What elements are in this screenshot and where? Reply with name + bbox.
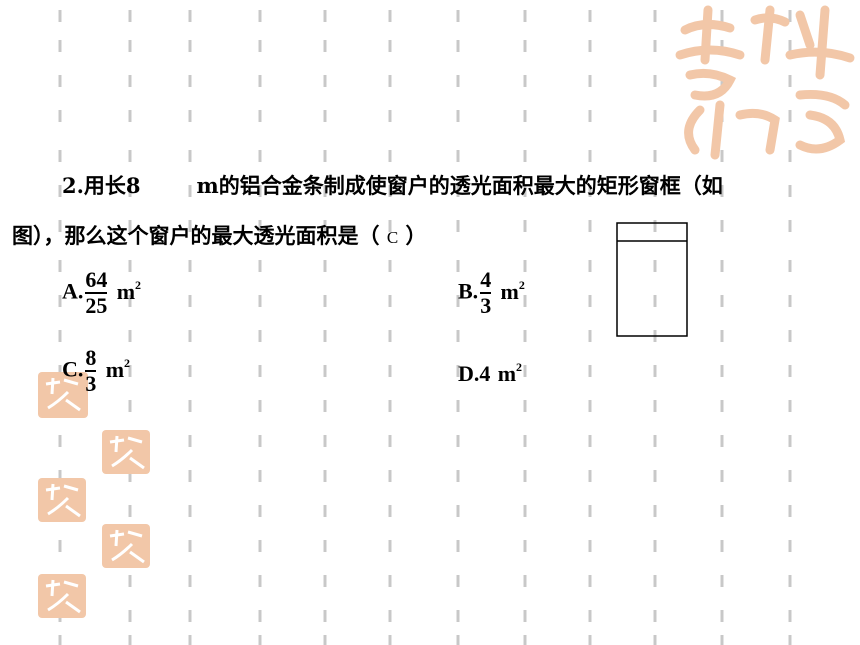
option-a-unit-m: m [116,278,136,304]
option-c-label: C. [62,356,84,382]
option-a-exponent: 2 [135,277,142,292]
option-b-exponent: 2 [518,277,525,292]
question-line2-text: 图），那么这个窗户的最大透光面积是（ [12,223,380,248]
stamp-decoration [102,524,150,568]
seal-calligraphy-logo [675,5,855,160]
option-a-unit: m2 [116,277,142,304]
option-a-numerator: 64 [85,267,108,292]
question-line-1: 2.用长8 m的铝合金条制成使窗户的透光面积最大的矩形窗框（如 [62,170,723,200]
option-b-unit-m: m [500,278,519,304]
option-d: D.4 m2 [458,360,522,387]
answer-text: C [386,228,399,247]
stamp-decoration [38,478,86,522]
option-b-unit: m2 [500,277,525,304]
option-d-unit-m: m [497,361,517,386]
option-a-denominator: 25 [85,293,108,318]
question-line-2: 图），那么这个窗户的最大透光面积是（ C ） [12,220,426,250]
question-prefix: 2.用长8 [62,173,141,198]
question-rest: m的铝合金条制成使窗户的透光面积最大的矩形窗框（如 [196,173,723,198]
option-c-unit-m: m [105,356,125,382]
option-d-unit: m2 [497,360,523,386]
option-b-label: B. [458,278,479,304]
option-d-value: 4 [479,361,491,386]
option-b-numerator: 4 [480,267,492,292]
option-c-unit: m2 [105,355,131,382]
window-frame-diagram [616,222,688,337]
stamp-decoration [38,574,86,618]
option-b-denominator: 3 [480,293,492,318]
stamp-decoration [102,430,150,474]
option-d-exponent: 2 [516,360,523,374]
option-c-numerator: 8 [85,345,97,370]
option-a-label: A. [62,278,84,304]
stamp-decoration [38,372,88,418]
option-c-denominator: 3 [85,371,97,396]
question-line2-close: ） [405,223,427,248]
option-d-label: D. [458,361,480,386]
option-c-exponent: 2 [124,355,131,370]
